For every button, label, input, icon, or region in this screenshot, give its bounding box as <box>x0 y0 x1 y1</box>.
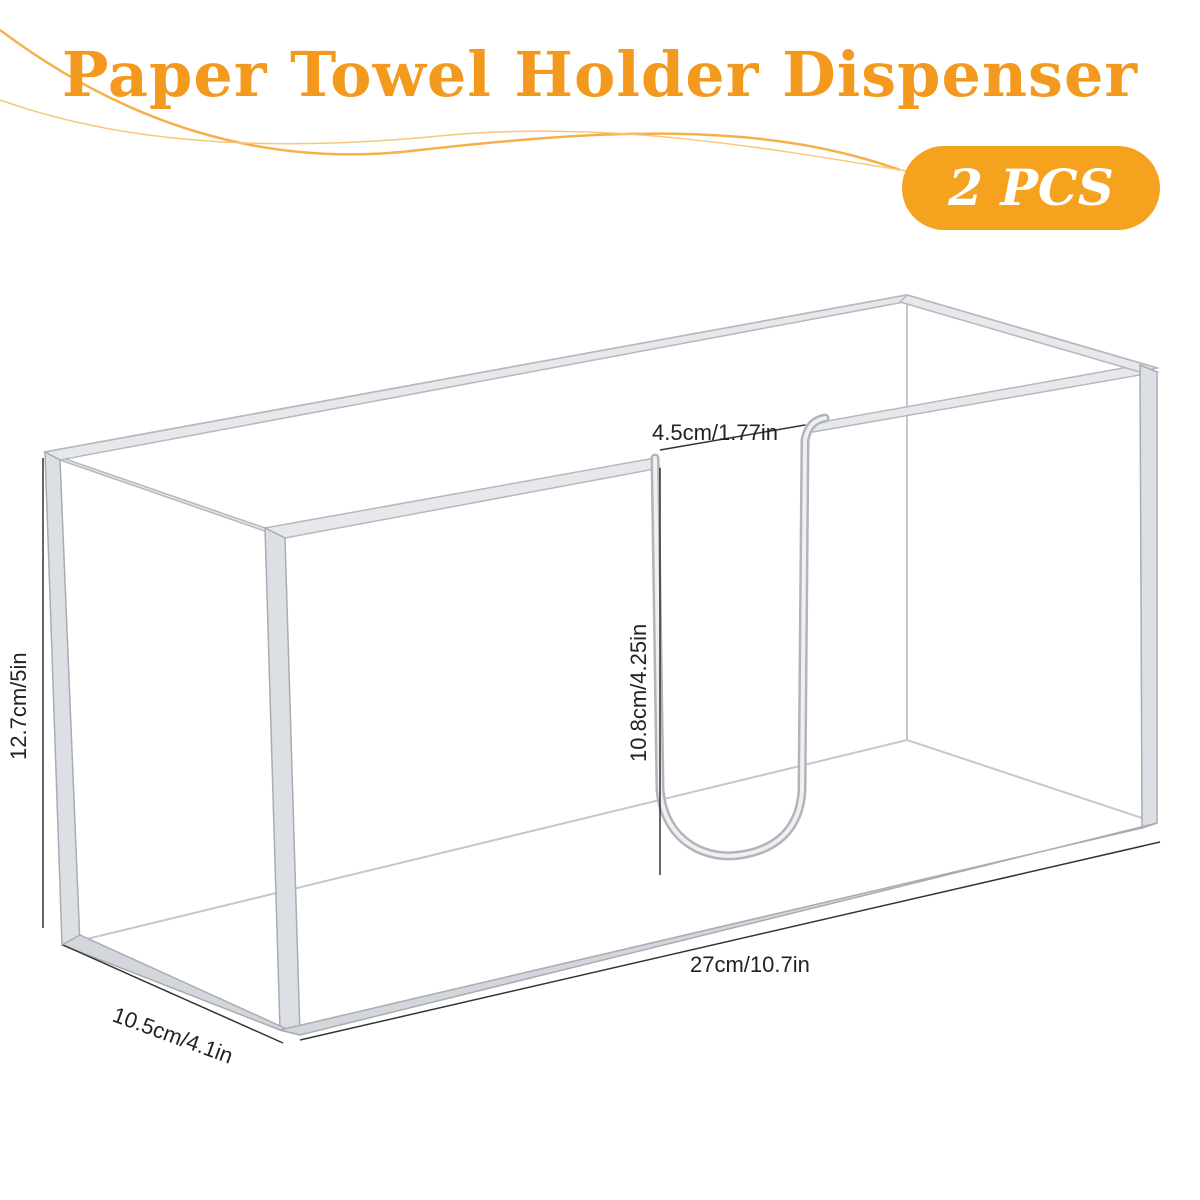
box-bottom-front-edge <box>279 822 1158 1036</box>
box-left-front-pillar <box>44 450 81 946</box>
box-u-cutout <box>650 413 830 861</box>
product-title: Paper Towel Holder Dispenser <box>61 38 1139 111</box>
dim-label-height: 12.7cm/5in <box>6 652 31 760</box>
swoosh-line <box>0 28 901 172</box>
box-top-front-rim-right <box>803 364 1160 433</box>
dim-line-width <box>62 944 284 1044</box>
dim-label-length: 27cm/10.7in <box>690 952 810 977</box>
swoosh-line-2 <box>0 99 961 181</box>
dim-label-opening: 4.5cm/1.77in <box>652 420 778 445</box>
box-top-back-rim <box>42 294 918 461</box>
box-bottom-left-edge <box>60 934 301 1036</box>
quantity-badge: 2 PCS <box>902 146 1160 230</box>
box-right-front-pillar <box>1139 363 1158 830</box>
dim-line-length <box>299 841 1161 1041</box>
box-back-bottom-edge <box>61 738 1158 946</box>
dim-label-slot-depth: 10.8cm/4.25in <box>626 623 651 762</box>
box-top-front-rim-left <box>262 457 662 539</box>
box-top-left-rim <box>44 451 286 539</box>
box-top-right-rim <box>898 294 1160 373</box>
dim-line-opening <box>659 424 806 451</box>
box-front-corner-pillar <box>264 526 301 1036</box>
